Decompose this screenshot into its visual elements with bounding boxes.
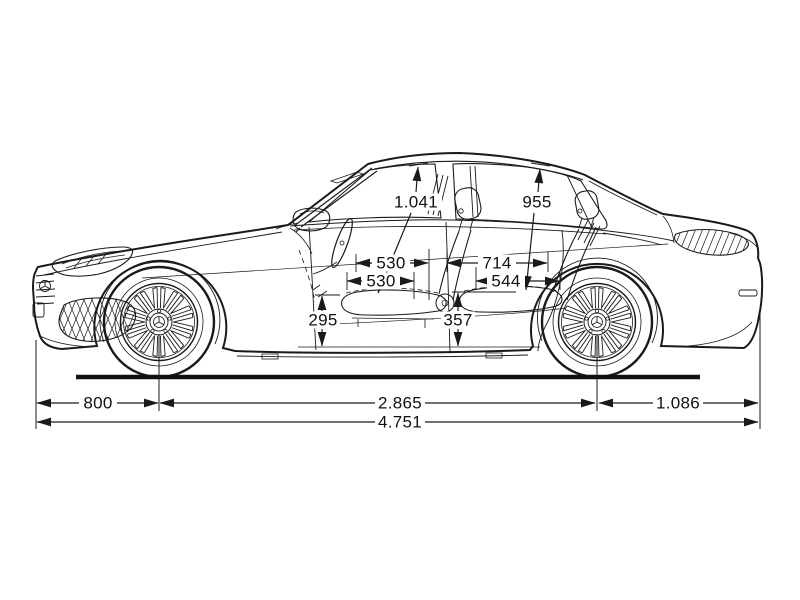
dim-wheelbase: 2.865	[159, 394, 596, 413]
headlight	[51, 246, 134, 277]
tow-eye-cover	[32, 302, 45, 318]
car-silhouette	[31, 151, 764, 354]
dim-front-overhang: 800	[36, 394, 159, 413]
grille	[35, 273, 56, 305]
rear-glass-inner	[588, 180, 658, 216]
dim-label-front-overhang: 800	[83, 394, 112, 413]
steering-wheel	[289, 217, 353, 303]
dimension-annotations: 1.041 955 530 714 530 544	[35, 162, 761, 432]
dim-rear-lower: 544	[475, 272, 560, 291]
wiper	[275, 222, 299, 230]
sunroof-line	[329, 171, 365, 184]
dim-label-rear-upper: 714	[482, 254, 511, 273]
dim-label-front-upper: 530	[376, 254, 405, 273]
dim-label-rear-seat-height: 357	[443, 311, 472, 330]
windshield	[307, 163, 442, 223]
dim-front-upper: 530	[355, 254, 429, 273]
dim-front-seat-height: 295	[306, 295, 340, 347]
dim-label-front-lower: 530	[366, 272, 395, 291]
rear-end	[662, 215, 758, 347]
dim-label-rear-overhang: 1.086	[656, 394, 700, 413]
dim-rear-seat-height: 357	[441, 292, 475, 347]
spoiler-lip	[729, 232, 758, 248]
dim-overall-length: 4.751	[36, 413, 759, 432]
dim-rear-upper: 714	[446, 254, 548, 273]
rear-reflector	[738, 289, 758, 297]
roof-drip-rail	[373, 160, 584, 181]
front-end	[32, 246, 137, 348]
dim-label-cabin-rear-height: 955	[522, 193, 551, 212]
dim-label-rear-lower: 544	[491, 272, 520, 291]
extension-lines	[35, 312, 761, 429]
dim-label-overall-length: 4.751	[378, 413, 422, 432]
dim-label-front-seat-height: 295	[308, 311, 337, 330]
dim-label-wheelbase: 2.865	[378, 394, 422, 413]
dim-label-cabin-front-height: 1.041	[394, 193, 438, 212]
front-seat	[341, 187, 482, 328]
dim-rear-overhang: 1.086	[598, 394, 759, 413]
quarter-window-divider	[566, 174, 593, 229]
glasshouse	[293, 160, 658, 247]
dim-front-lower: 530	[346, 272, 415, 291]
